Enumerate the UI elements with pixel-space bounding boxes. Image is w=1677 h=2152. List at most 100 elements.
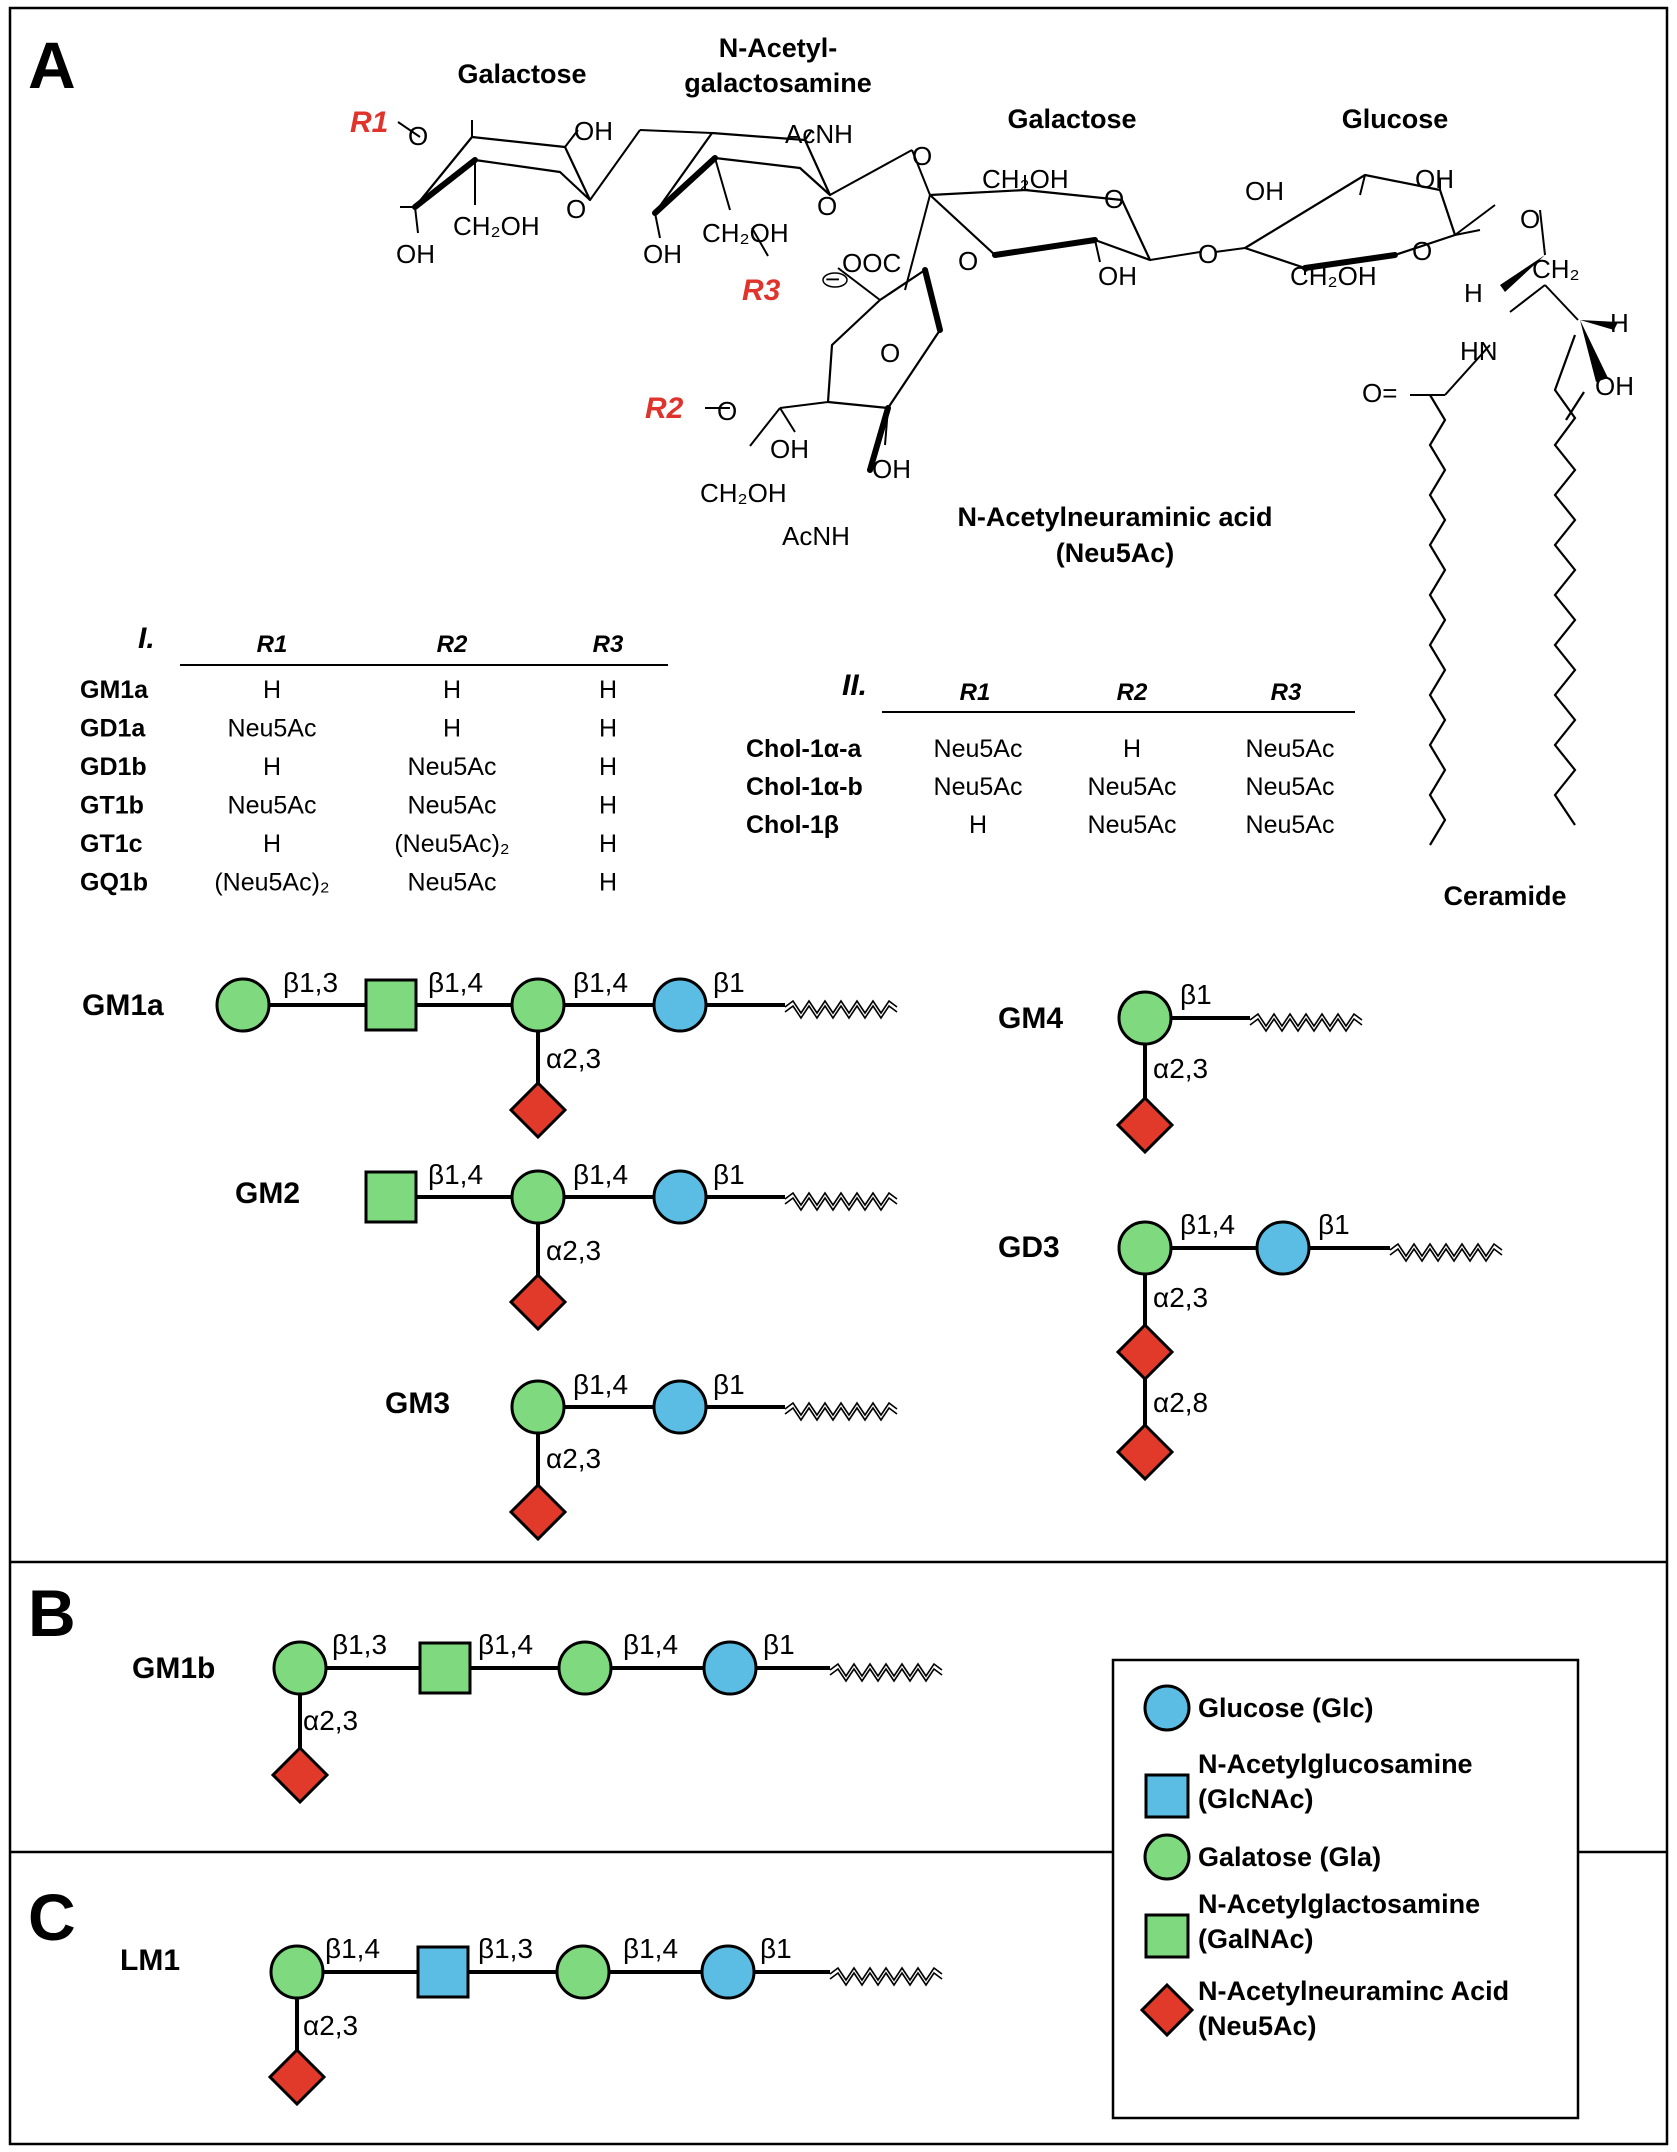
neu5ac-node bbox=[508, 1080, 568, 1140]
fatty-acid-chain bbox=[1428, 394, 1447, 846]
galactose-node bbox=[269, 1944, 325, 2000]
link-label: β1,4 bbox=[325, 1933, 380, 1964]
atom-oh-4: OH bbox=[1098, 261, 1137, 291]
legend-galnac-symbol bbox=[1144, 1913, 1190, 1959]
glycan-name-gm1a: GM1a bbox=[82, 989, 164, 1022]
table-i-cell-r1: H bbox=[263, 830, 281, 858]
sphingosine-chain bbox=[1553, 334, 1577, 826]
legend-neu5ac-symbol bbox=[1139, 1982, 1195, 2038]
atom-ch2o-r3: CH₂OH bbox=[702, 218, 789, 248]
link-label: β1 bbox=[713, 967, 745, 998]
table-i-cell-r3: H bbox=[599, 753, 617, 781]
link-label: β1,4 bbox=[573, 1369, 628, 1400]
table-i-header-r3: R3 bbox=[593, 631, 624, 658]
atom-hn: HN bbox=[1460, 336, 1498, 366]
link-label: β1 bbox=[1318, 1209, 1350, 1240]
table-ii-cell-r1: Neu5Ac bbox=[934, 773, 1023, 801]
atom-oh-5: OH bbox=[1415, 164, 1454, 194]
atom-o-ring1: O bbox=[566, 194, 586, 224]
atom-oh-7: OH bbox=[770, 434, 809, 464]
legend-glcnac-symbol bbox=[1144, 1773, 1190, 1819]
atom-ch2: CH₂ bbox=[1532, 254, 1580, 284]
galactose-node bbox=[510, 977, 566, 1033]
atom-ho-1: OH bbox=[1245, 176, 1284, 206]
galactose-node bbox=[1117, 990, 1173, 1046]
link-label: α2,3 bbox=[1153, 1053, 1208, 1084]
galactose-node bbox=[215, 977, 271, 1033]
atom-oh-3: OH bbox=[643, 239, 682, 269]
table-i-cell-r2: Neu5Ac bbox=[408, 869, 497, 897]
wedge-oh bbox=[1580, 320, 1608, 382]
label-neu5ac-line2: (Neu5Ac) bbox=[1056, 538, 1175, 568]
table-i-row-name: GM1a bbox=[80, 676, 149, 704]
atom-o-ring3: O bbox=[1104, 184, 1124, 214]
glycan-name-gm2: GM2 bbox=[235, 1177, 300, 1210]
atom-o-link1: O bbox=[912, 141, 932, 171]
table-ii-cell-r3: Neu5Ac bbox=[1246, 735, 1335, 763]
sphingosine-double-bond bbox=[1565, 391, 1585, 421]
table-i-cell-r1: Neu5Ac bbox=[228, 792, 317, 820]
legend-galnac-label-2: (GalNAc) bbox=[1198, 1924, 1314, 1954]
legend: Glucose (Glc) N-Acetylglucosamine (GlcNA… bbox=[1111, 1658, 1580, 2120]
label-neu5ac-line1: N-Acetylneuraminic acid bbox=[957, 502, 1272, 532]
neu5ac-node bbox=[1115, 1322, 1175, 1382]
link-label: β1,4 bbox=[428, 967, 483, 998]
table-ii-cell-r3: Neu5Ac bbox=[1246, 773, 1335, 801]
glucose-node bbox=[652, 977, 708, 1033]
glycan-gm1b: GM1b β1,3 β1,4 β1,4 β1 α2,3 bbox=[132, 1629, 943, 1805]
link-label: α2,3 bbox=[303, 2010, 358, 2041]
atom-acnh-2: AcNH bbox=[782, 521, 850, 551]
atom-o-glycosidic: O bbox=[1520, 204, 1540, 234]
glycan-gm4: GM4 β1 α2,3 bbox=[998, 979, 1363, 1155]
table-i-cell-r1: (Neu5Ac)₂ bbox=[214, 869, 329, 897]
ceramide-zigzag bbox=[1389, 1243, 1503, 1262]
table-i-cell-r2: H bbox=[443, 715, 461, 743]
atom-o-ring4: O bbox=[1412, 236, 1432, 266]
link-label: β1 bbox=[763, 1629, 795, 1660]
glucose-node bbox=[652, 1379, 708, 1435]
glucose-node bbox=[652, 1169, 708, 1225]
table-i-cell-r3: H bbox=[599, 869, 617, 897]
atom-oh-1: OH bbox=[574, 116, 613, 146]
wedge-h-left bbox=[1500, 255, 1545, 292]
neu5ac-node bbox=[270, 1745, 330, 1805]
legend-glucose-symbol bbox=[1143, 1684, 1191, 1732]
table-ii-header-r1: R1 bbox=[960, 679, 991, 706]
atom-h-2: H bbox=[1610, 308, 1629, 338]
glycan-name-lm1: LM1 bbox=[120, 1944, 180, 1977]
atom-oh-6: OH bbox=[1595, 371, 1634, 401]
table-ii-cell-r2: Neu5Ac bbox=[1088, 773, 1177, 801]
table-i-row-name: GT1c bbox=[80, 830, 143, 858]
atom-ch2oh-1: CH₂OH bbox=[453, 211, 540, 241]
panel-label-b: B bbox=[28, 1576, 76, 1650]
ceramide-zigzag bbox=[784, 1402, 898, 1421]
link-label: β1 bbox=[713, 1159, 745, 1190]
table-i-cell-r3: H bbox=[599, 792, 617, 820]
table-ii-row-name: Chol-1β bbox=[746, 811, 839, 839]
legend-galactose-label: Galatose (Gla) bbox=[1198, 1842, 1381, 1872]
galactose-node bbox=[555, 1944, 611, 2000]
table-ii-cell-r2: Neu5Ac bbox=[1088, 811, 1177, 839]
glycan-gm1a: GM1a β1,3 β1,4 β1,4 β1 α2,3 bbox=[82, 967, 898, 1140]
ceramide-zigzag bbox=[784, 1000, 898, 1019]
table-i-row-name: GD1b bbox=[80, 753, 147, 781]
table-i-cell-r2: (Neu5Ac)₂ bbox=[394, 830, 509, 858]
glycan-name-gm4: GM4 bbox=[998, 1002, 1063, 1035]
table-i-cell-r1: H bbox=[263, 753, 281, 781]
link-label: β1,4 bbox=[573, 967, 628, 998]
ring-galactose-terminal bbox=[413, 135, 592, 209]
wedge-h-right bbox=[1580, 320, 1618, 330]
r1-label: R1 bbox=[350, 106, 388, 139]
table-ii-roman: II. bbox=[842, 669, 867, 702]
table-i-roman: I. bbox=[138, 622, 155, 655]
table-ii-header-r2: R2 bbox=[1117, 679, 1148, 706]
atom-o-r1: O bbox=[408, 121, 428, 151]
atom-ooc: OOC bbox=[842, 248, 901, 278]
label-glucose: Glucose bbox=[1342, 104, 1449, 134]
link-label: β1,3 bbox=[283, 967, 338, 998]
glcnac-node bbox=[416, 1945, 470, 1999]
glycan-diagrams: GM1a β1,3 β1,4 β1,4 β1 α2,3 GM2 β1,4 β bbox=[82, 967, 1503, 2107]
legend-glcnac-label-2: (GlcNAc) bbox=[1198, 1784, 1314, 1814]
